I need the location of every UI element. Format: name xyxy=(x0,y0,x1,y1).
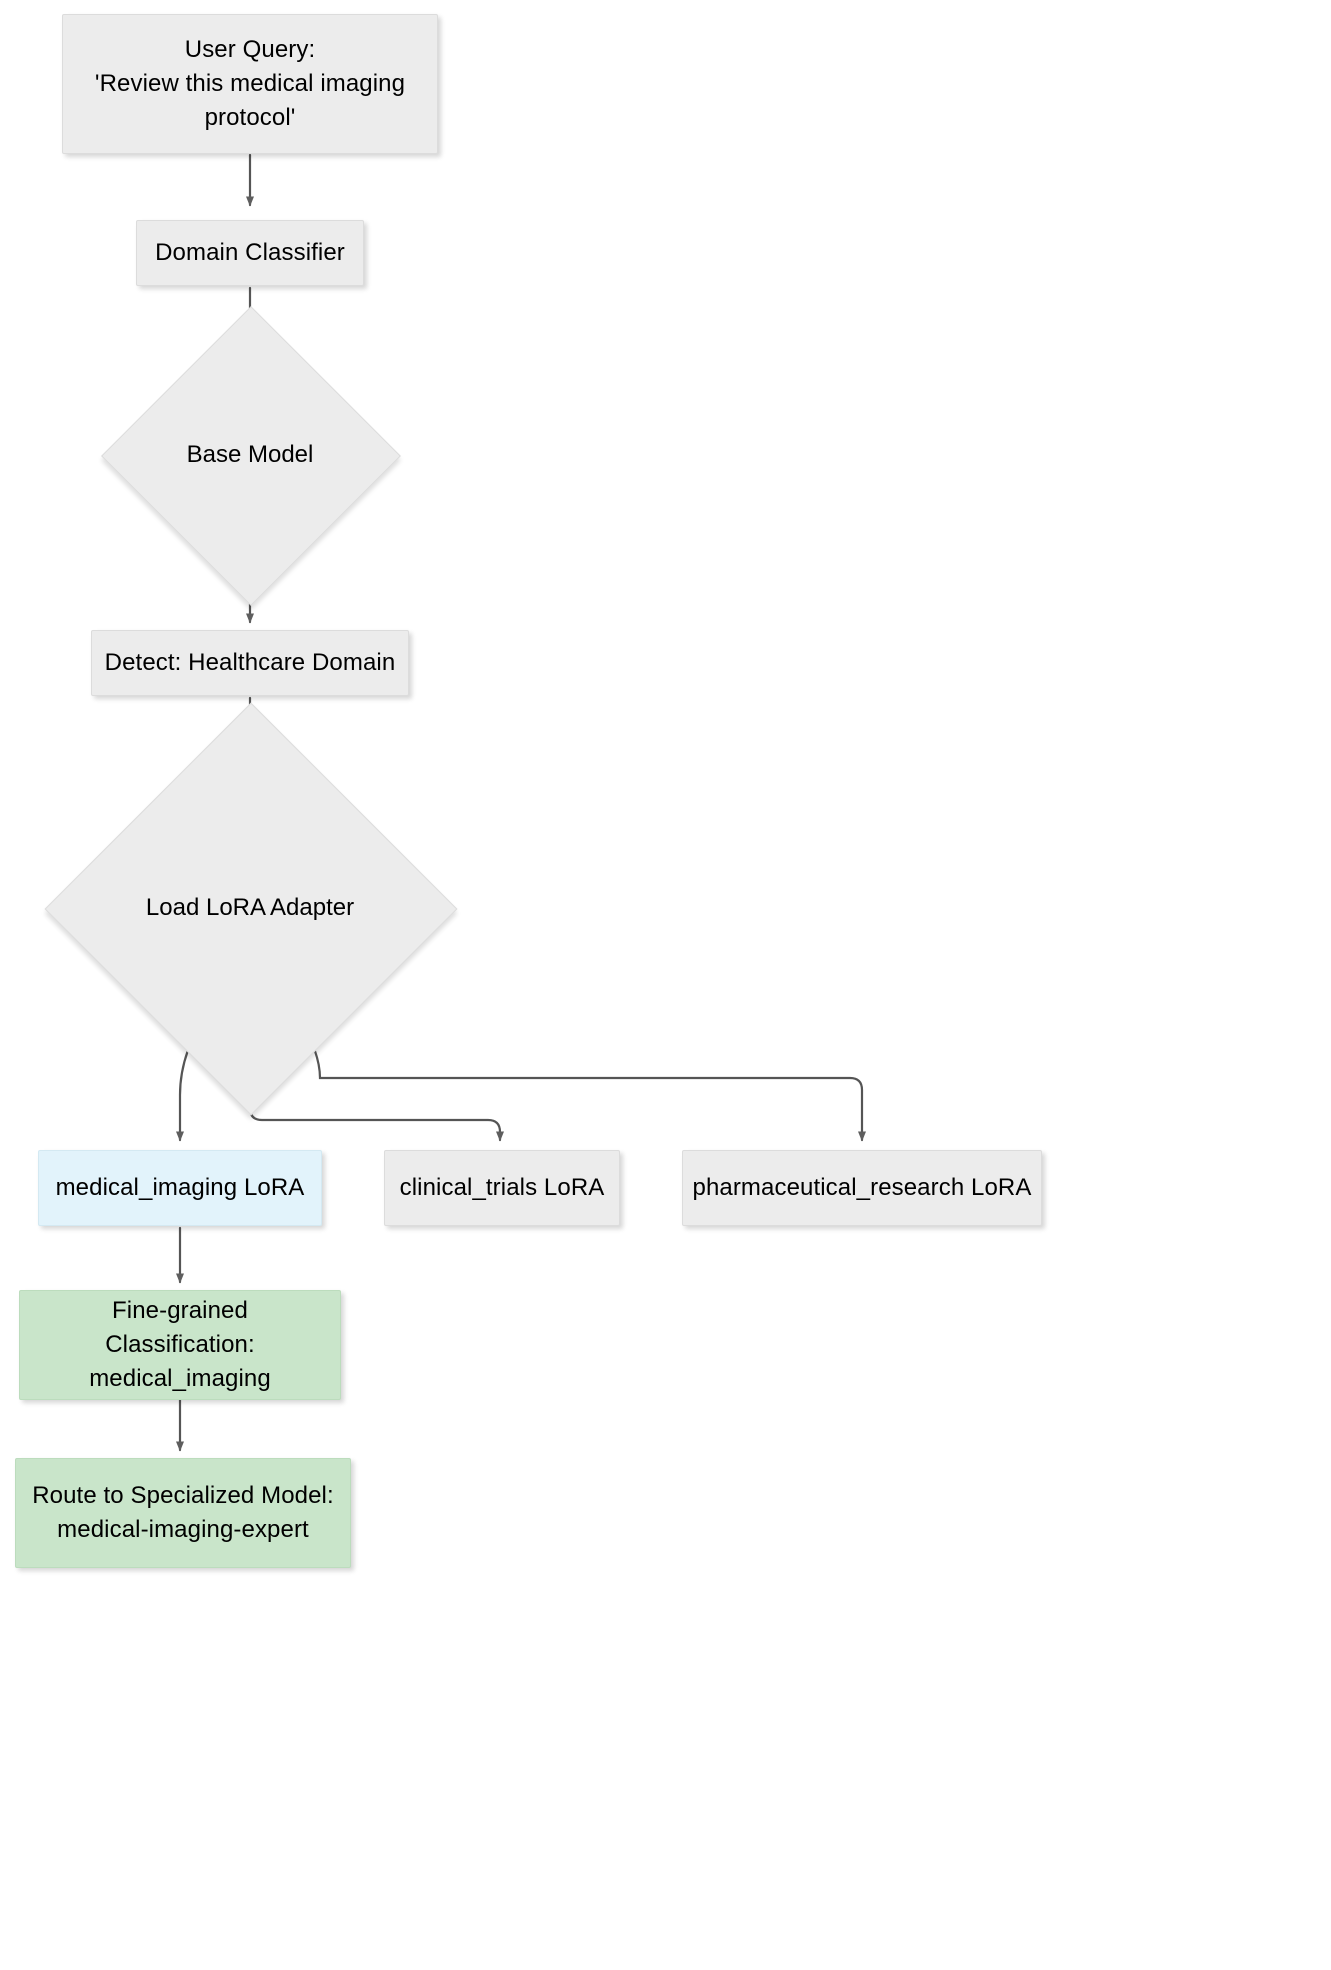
node-load-lora-adapter[interactable]: Load LoRA Adapter xyxy=(44,702,458,1116)
node-load-lora-adapter-label: Load LoRA Adapter xyxy=(145,894,355,921)
node-base-model[interactable]: Base Model xyxy=(101,306,401,606)
node-detect-healthcare-domain[interactable]: Detect: Healthcare Domain xyxy=(91,630,409,696)
node-user-query[interactable]: User Query: 'Review this medical imaging… xyxy=(62,14,438,154)
node-pharmaceutical-research-lora[interactable]: pharmaceutical_research LoRA xyxy=(682,1150,1042,1226)
node-fine-grained-classification[interactable]: Fine-grained Classification: medical_ima… xyxy=(19,1290,341,1400)
node-clinical-trials-lora[interactable]: clinical_trials LoRA xyxy=(384,1150,620,1226)
node-route-to-specialized-model[interactable]: Route to Specialized Model: medical-imag… xyxy=(15,1458,351,1568)
node-domain-classifier[interactable]: Domain Classifier xyxy=(136,220,364,286)
node-medical-imaging-lora[interactable]: medical_imaging LoRA xyxy=(38,1150,322,1226)
node-base-model-label: Base Model xyxy=(186,441,314,468)
